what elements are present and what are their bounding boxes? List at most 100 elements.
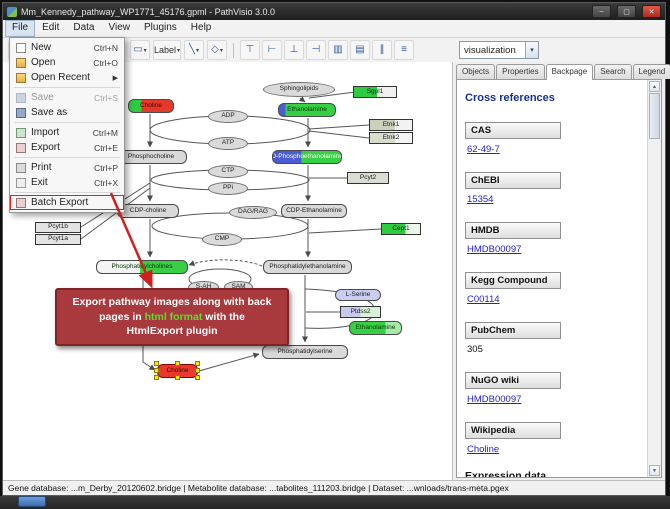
scroll-up-icon[interactable]: ▲ [649,81,660,92]
backpage-link[interactable]: 62-49-7 [467,144,500,155]
selection-handle[interactable] [174,361,180,366]
annotation-line2: pages in html format with the [57,310,287,325]
pathway-node-pcyt1a[interactable]: Pcyt1a [35,234,81,245]
file-menu-item-batch-export[interactable]: Batch Export [10,195,124,210]
align-right-button[interactable]: ▤ [349,40,370,60]
pathway-node-phosphatidylethanolamine[interactable]: Phosphatidylethanolamine [263,260,352,274]
backpage-title: Cross references [465,92,555,104]
pathway-node-choline[interactable]: Choline [128,99,174,113]
label-tool-button[interactable]: Label▾ [152,40,181,60]
pathway-node-ctp[interactable]: CTP [208,165,248,178]
menubar: File Edit Data View Plugins Help [3,20,665,38]
pathway-node-ethanolamine[interactable]: Ethanolamine [278,103,336,117]
selection-handle[interactable] [195,375,200,380]
menubar-item-edit[interactable]: Edit [42,22,60,33]
align-tools-group: ⊤⊢⊥⊣ ▥ ▤∥≡ [239,40,414,60]
selection-handle[interactable] [154,375,159,380]
pathway-node-phosphatidylserine[interactable]: Phosphatidylserine [262,345,348,359]
menubar-item-view[interactable]: View [108,22,130,33]
backpage-link[interactable]: HMDB00097 [467,244,522,255]
selection-handle[interactable] [154,361,159,366]
line-tool-button[interactable]: ╲▾ [183,40,204,60]
tab-search[interactable]: Search [594,64,632,79]
pathway-node-dag-rag[interactable]: DAG/RAG [229,206,277,219]
gene-tool-button[interactable]: ▭▾ [129,40,150,60]
menubar-item-help[interactable]: Help [190,22,212,33]
tab-legend[interactable]: Legend [632,64,670,79]
menubar-item-plugins[interactable]: Plugins [143,22,177,33]
selection-handle[interactable] [154,368,159,373]
pathway-node-adp[interactable]: ADP [208,110,248,123]
distribute-horizontal-button[interactable]: ∥ [371,40,392,60]
file-menu-item-open-recent[interactable]: Open Recent▶ [10,70,124,85]
selection-handle[interactable] [174,375,180,380]
distribute-vertical-button[interactable]: ≡ [393,40,414,60]
pathway-node-l-serine[interactable]: L-Serine [335,289,381,301]
file-menu-item-label: Export [31,142,60,153]
pathway-node-atp[interactable]: ATP [208,137,248,150]
chevron-down-icon[interactable]: ▾ [143,47,147,54]
maximize-button[interactable]: ▢ [617,5,636,18]
minimize-button[interactable]: – [592,5,611,18]
visualization-combobox[interactable]: visualization ▾ [458,41,539,59]
pathway-node-cdp-choline[interactable]: CDP-choline [117,204,179,218]
pathway-node-cmp[interactable]: CMP [202,233,242,246]
scrollbar-thumb[interactable] [649,93,660,139]
backpage-link[interactable]: C00114 [467,294,500,305]
pathway-node-o-phosphoethanolamine[interactable]: O-Phosphoethanolamine [272,150,342,164]
pathway-node-cdp-ethanolamine[interactable]: CDP-Ethanolamine [281,204,347,218]
tab-properties[interactable]: Properties [496,64,545,79]
align-left-button[interactable]: ⊣ [305,40,326,60]
pathway-node-ptdss2[interactable]: Ptdss2 [340,306,381,318]
gene-tool-icon: ▭ [133,44,143,55]
menubar-item-file[interactable]: File [5,20,36,37]
pathway-node-sphingolipids[interactable]: Sphingolipids [263,82,335,97]
file-menu-item-label: Open [31,57,56,68]
backpage-scrollbar[interactable]: ▲ ▼ [647,80,661,477]
backpage-link[interactable]: 15354 [467,194,494,205]
annotation-text: pages in [99,310,145,323]
taskbar-item[interactable] [18,496,46,507]
align-center-button[interactable]: ▥ [327,40,348,60]
chevron-down-icon[interactable]: ▾ [195,47,199,54]
align-center-icon: ▥ [333,44,343,55]
tab-backpage[interactable]: Backpage [545,64,594,80]
taskbar[interactable] [0,496,670,509]
align-bottom-button[interactable]: ⊥ [283,40,304,60]
selection-handle[interactable] [195,361,200,366]
align-middle-button[interactable]: ⊢ [261,40,282,60]
backpage-section-header: Kegg Compound [465,272,561,289]
pathway-node-pcyt1b[interactable]: Pcyt1b [35,222,81,233]
scroll-down-icon[interactable]: ▼ [649,465,660,476]
selection-handle[interactable] [195,368,200,373]
pathway-node-phosphatidylcholines[interactable]: Phosphatidylcholines [96,260,188,274]
pathway-node-etnk1[interactable]: Etnk1 [369,119,413,131]
backpage-link[interactable]: HMDB00097 [467,394,522,405]
pathway-node-phosphocholine[interactable]: Phosphocholine [115,150,187,164]
pathway-node-cept1[interactable]: Cept1 [381,223,421,235]
tab-objects[interactable]: Objects [456,64,496,79]
shape-tool-button[interactable]: ◇▾ [206,40,227,60]
chevron-down-icon[interactable]: ▾ [176,47,180,54]
pathway-node-etnk2[interactable]: Etnk2 [369,132,413,144]
backpage-value: 305 [467,344,483,355]
align-top-button[interactable]: ⊤ [239,40,260,60]
backpage-link[interactable]: Choline [467,444,500,455]
pathway-node-sgpl1[interactable]: Sgpl1 [353,86,397,98]
pathway-node-ethanolamine-2[interactable]: Ethanolamine [349,321,402,335]
pathway-node-ppi[interactable]: PPi [208,182,248,195]
titlebar[interactable]: Mm_Kennedy_pathway_WP1771_45176.gpml - P… [3,3,665,20]
chevron-down-icon[interactable]: ▾ [524,42,538,58]
file-menu-item-save-as[interactable]: Save as [10,105,124,120]
pathway-node-pcyt2[interactable]: Pcyt2 [347,172,389,184]
menubar-item-data[interactable]: Data [73,22,95,33]
chevron-down-icon[interactable]: ▾ [219,47,223,54]
close-button[interactable]: ✕ [642,5,661,18]
